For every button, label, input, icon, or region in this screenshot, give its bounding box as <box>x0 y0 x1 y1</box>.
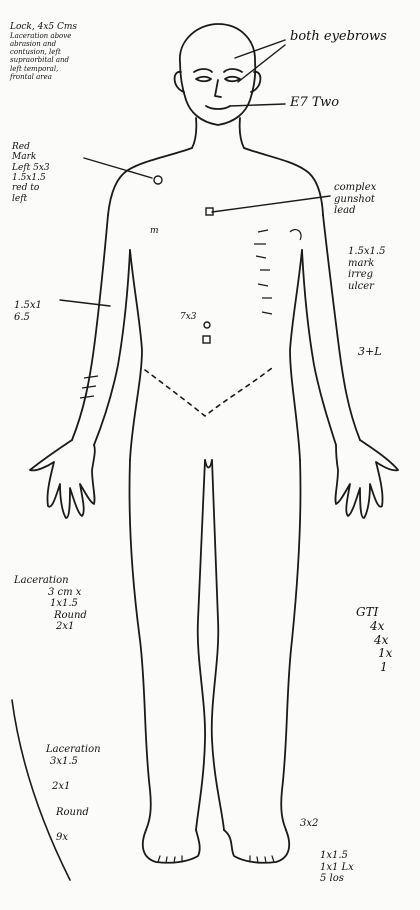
right-eye <box>225 77 240 82</box>
torso-left-side <box>130 250 142 460</box>
note-line: 6.5 <box>14 312 42 324</box>
right-hand <box>335 440 398 518</box>
note-line: lead <box>334 205 376 217</box>
torso-right-side <box>290 250 302 460</box>
right-chest-scribbles <box>254 230 272 314</box>
note-line: 2x1 <box>46 781 101 793</box>
annotation-shin: 3x2 <box>300 818 318 830</box>
note-line: Red <box>12 142 50 152</box>
note-line: 1 <box>356 661 392 675</box>
neck-right <box>240 118 244 148</box>
note-line: 1.5x1 <box>14 300 42 312</box>
note-line: Laceration above <box>10 32 77 40</box>
leader-chest <box>212 196 330 212</box>
annotation-chest-mark: m <box>150 226 159 236</box>
annotation-chest-right: complex gunshot lead <box>334 182 376 217</box>
note-line: mark <box>348 258 385 270</box>
left-eye <box>196 77 211 82</box>
leader-shoulder <box>84 158 152 178</box>
note-line: abrasion and <box>10 40 77 48</box>
note-line: Mark <box>12 152 50 162</box>
right-arm-scribble <box>290 230 301 240</box>
note-line: GTI <box>356 606 392 620</box>
note-line: 3x1.5 <box>46 756 101 768</box>
note-line: 2x1 <box>14 621 87 633</box>
nose <box>215 80 221 97</box>
left-eyebrow <box>194 69 212 72</box>
note-line: Laceration <box>46 744 101 756</box>
note-line: Round <box>14 610 87 622</box>
note-line: 1.5x1.5 <box>12 173 50 183</box>
abdomen-wound-mark <box>203 336 210 343</box>
left-arm-inner <box>94 250 130 445</box>
annotation-bottom-left: Laceration 3x1.5 2x1 Round 9x <box>46 744 101 844</box>
left-leg-inner <box>196 460 205 830</box>
note-line: ulcer <box>348 281 385 293</box>
leader-arm-left <box>60 300 110 306</box>
leader-eyebrows-bottom <box>238 45 285 82</box>
right-eyebrow <box>224 69 242 72</box>
note-line: complex <box>334 182 376 194</box>
note-line: 5 los <box>320 873 354 885</box>
note-line: 1x1.5 <box>14 598 87 610</box>
note-line: supraorbital and <box>10 56 77 64</box>
navel-mark <box>204 322 210 328</box>
neck-left <box>192 118 196 148</box>
right-shoulder <box>244 148 323 215</box>
crotch <box>205 460 212 468</box>
note-line: 4x <box>356 634 392 648</box>
right-leg-inner <box>212 460 224 830</box>
annotation-navel: 7x3 <box>180 312 197 322</box>
pelvic-dotted-line <box>145 368 272 416</box>
note-line: Round <box>46 807 101 819</box>
note-line: red to <box>12 183 50 193</box>
annotation-left-arm: 1.5x1 6.5 <box>14 300 42 323</box>
note-line: 1.5x1.5 <box>348 246 385 258</box>
left-hand <box>30 440 95 518</box>
leader-lip <box>230 104 285 106</box>
annotation-lip: E7 Two <box>290 96 339 111</box>
left-leg-outer <box>129 460 150 830</box>
annotation-lower-left: Laceration 3 cm x 1x1.5 Round 2x1 <box>14 575 87 633</box>
left-arm-outer <box>72 215 108 440</box>
note-line: 1x <box>356 647 392 661</box>
left-shoulder <box>108 148 192 215</box>
note-line: contusion, left <box>10 48 77 56</box>
mouth <box>206 106 230 109</box>
note-line: Laceration <box>14 575 87 587</box>
annotation-chest-right-code: 3+L <box>358 346 382 359</box>
note-line: Lock, 4x5 Cms <box>10 22 77 32</box>
note-line: left temporal, <box>10 65 77 73</box>
note-line: 9x <box>46 832 101 844</box>
annotation-bottom-right: 1x1.5 1x1 Lx 5 los <box>320 850 354 885</box>
annotation-top-left: Lock, 4x5 Cms Laceration above abrasion … <box>10 22 77 81</box>
note-line: frontal area <box>10 73 77 81</box>
annotation-both-eyebrows: both eyebrows <box>290 30 387 45</box>
note-line: gunshot <box>334 194 376 206</box>
leader-eyebrows-top <box>235 40 285 58</box>
note-line: left <box>12 194 50 204</box>
annotation-shoulder: Red Mark Left 5x3 1.5x1.5 red to left <box>12 142 50 204</box>
annotation-lower-right: GTI 4x 4x 1x 1 <box>356 606 392 675</box>
right-leg-outer <box>281 460 300 830</box>
note-line: 4x <box>356 620 392 634</box>
annotation-chest-right-2: 1.5x1.5 mark irreg ulcer <box>348 246 385 292</box>
left-foot <box>143 830 200 863</box>
note-line: 1x1 Lx <box>320 862 354 874</box>
note-line: Left 5x3 <box>12 163 50 173</box>
note-line: irreg <box>348 269 385 281</box>
note-line: 3 cm x <box>14 587 87 599</box>
shoulder-wound-mark <box>154 176 162 184</box>
note-line: 1x1.5 <box>320 850 354 862</box>
